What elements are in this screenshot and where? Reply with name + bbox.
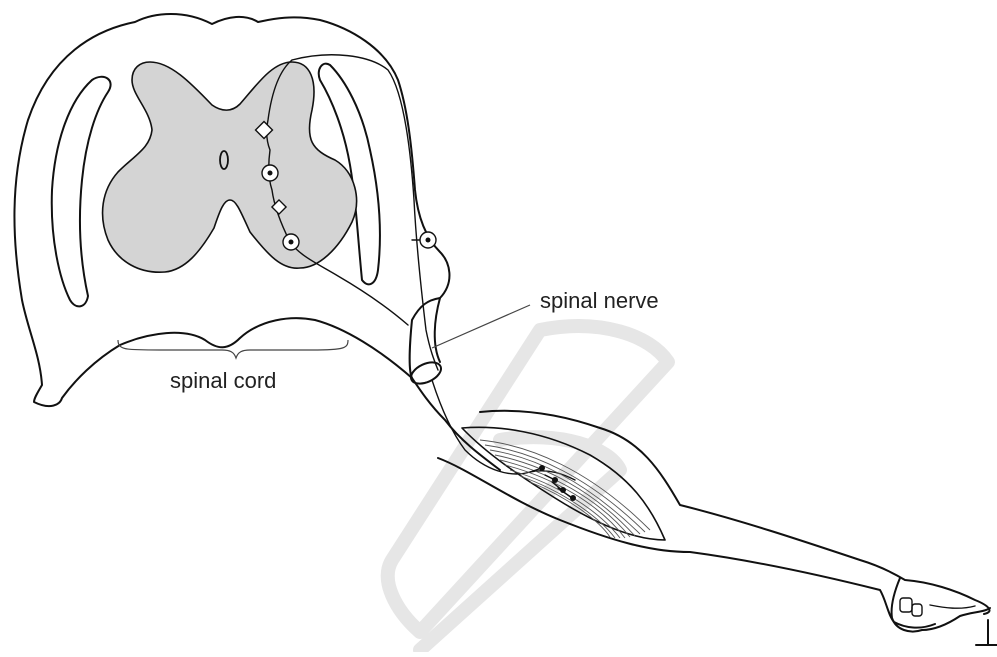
finger-crease [930, 605, 975, 608]
spinal-nerve-outer-lower [435, 298, 440, 362]
spinal-nerve-label: spinal nerve [540, 288, 659, 313]
thumbnail [900, 598, 912, 612]
watermark-logo [388, 326, 668, 650]
end-plate-4 [570, 495, 576, 501]
spinal-nerve-pointer [432, 305, 530, 348]
grey-matter [103, 62, 357, 272]
pin-icon [976, 620, 997, 645]
sensory-neuron-nucleus [426, 238, 431, 243]
arm-lower-outline [438, 458, 935, 628]
left-white-matter-loop [52, 77, 111, 307]
spinal-nerve-cut-end [408, 358, 445, 388]
motor-neuron-nucleus [289, 240, 294, 245]
end-plate-1 [539, 465, 545, 471]
relay-neuron-nucleus [268, 171, 273, 176]
spinal-cord-label: spinal cord [170, 368, 276, 393]
fingernail [912, 604, 922, 616]
